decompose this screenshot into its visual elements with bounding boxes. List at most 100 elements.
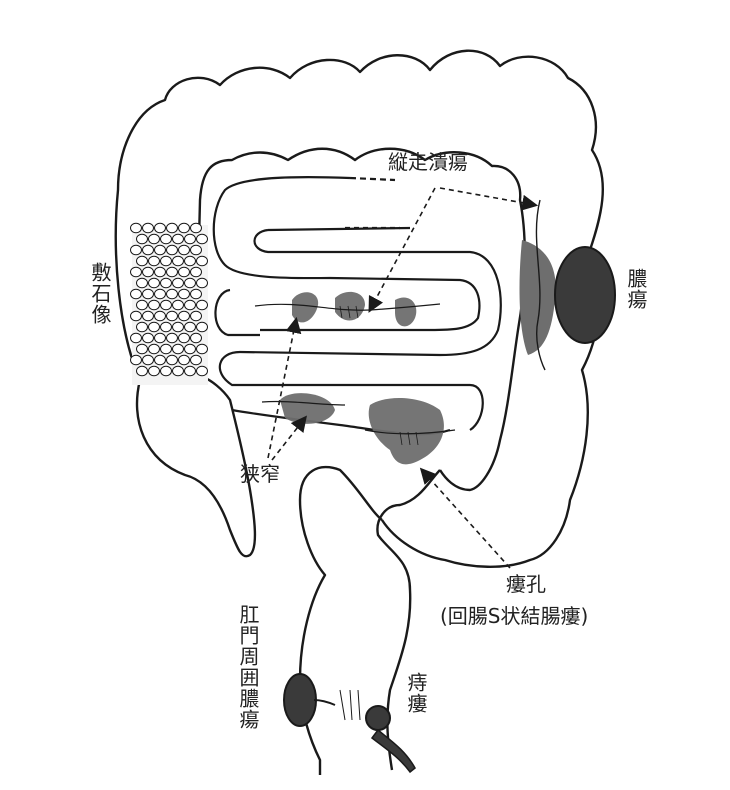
anal-fistula-bulb: [365, 705, 391, 731]
lesion-upper-1: [292, 292, 319, 323]
arrow-ulcer-ileum: [368, 187, 436, 313]
sigmoid-outer: [298, 465, 383, 775]
cobblestone-cell: [160, 277, 172, 289]
label-longitudinal-ulcer: 縦走潰瘍: [388, 150, 468, 174]
cobblestone-cell: [190, 310, 202, 322]
cobblestone-cell: [130, 244, 142, 256]
perianal-connector: [313, 699, 336, 706]
cobblestone-cell: [130, 266, 142, 278]
cecum-appendix: [135, 376, 257, 558]
cobblestone-cell: [184, 255, 196, 267]
cobblestone-cell: [172, 255, 184, 267]
descending-ulcer: [535, 199, 546, 371]
label-cobblestone: 敷石像: [88, 262, 112, 325]
colon-lesion: [519, 199, 616, 371]
cobblestone-cell: [166, 244, 178, 256]
label-abscess: 膿瘍: [624, 268, 648, 310]
cobblestone-cell: [136, 343, 148, 355]
perianal-abscess-shape: [283, 673, 317, 727]
cobblestone-cell: [172, 233, 184, 245]
cobblestone-cell: [196, 299, 208, 311]
cobblestone-cell: [178, 310, 190, 322]
cobblestone-cell: [190, 288, 202, 300]
cobblestone-cell: [142, 288, 154, 300]
cobblestone-cell: [184, 365, 196, 377]
anal-fistula-tract: [370, 728, 416, 774]
ileum-mid-dash: [267, 226, 411, 232]
cobblestone-cell: [148, 343, 160, 355]
cobblestone-cell: [142, 310, 154, 322]
anal-canal-detail: [339, 689, 361, 721]
colon-outer-wall: [114, 49, 604, 568]
cobblestone-cell: [172, 321, 184, 333]
cobblestone-cell: [190, 332, 202, 344]
cobblestone-cell: [130, 354, 142, 366]
cobblestone-cell: [184, 299, 196, 311]
label-fistula: 瘻孔: [506, 572, 546, 596]
ileum-loop-3: [214, 288, 260, 337]
cobblestone-cell: [154, 310, 166, 322]
cobblestone-cell: [154, 244, 166, 256]
arrow-stenosis-lower: [271, 415, 307, 461]
cobblestone-cell: [190, 266, 202, 278]
colon-abscess: [554, 246, 616, 344]
arrow-ulcer-colon: [439, 187, 539, 211]
cobblestone-cell: [166, 332, 178, 344]
cobblestone-cell: [178, 354, 190, 366]
label-fistula-detail: (回腸S状結腸瘻): [440, 604, 589, 628]
cobblestone-cell: [190, 354, 202, 366]
small-intestine-lesions: [280, 291, 444, 465]
cobblestone-cell: [130, 288, 142, 300]
cobblestone-cell: [178, 222, 190, 234]
cobblestone-cell: [136, 299, 148, 311]
cobblestone-cell: [130, 222, 142, 234]
sigmoid-inner: [376, 469, 441, 771]
cobblestone-cell: [154, 222, 166, 234]
colon: [114, 49, 604, 775]
cobblestone-cell: [154, 354, 166, 366]
cobblestone-cell: [184, 277, 196, 289]
cobblestone-cell: [166, 354, 178, 366]
small-intestine: [212, 175, 502, 436]
cobblestone-cell: [136, 365, 148, 377]
cobblestone-cell: [142, 222, 154, 234]
cobblestone-cell: [148, 233, 160, 245]
cobblestone-cell: [148, 277, 160, 289]
cobblestone-cell: [160, 233, 172, 245]
cobblestone-cell: [166, 288, 178, 300]
cobblestone-cell: [196, 277, 208, 289]
cobblestone-cell: [190, 222, 202, 234]
cobblestone-cell: [196, 255, 208, 267]
cobblestone-cell: [136, 321, 148, 333]
cobblestone-cell: [178, 266, 190, 278]
cobblestone-cell: [160, 255, 172, 267]
lesion-lower-2: [368, 398, 444, 465]
annotation-arrows: [267, 187, 539, 569]
arrow-stenosis-upper: [267, 316, 302, 459]
cobblestone-cell: [130, 310, 142, 322]
cobblestone-cell: [130, 332, 142, 344]
cobblestone-cell: [196, 343, 208, 355]
arrow-fistula: [419, 467, 511, 569]
cobblestone-cell: [172, 277, 184, 289]
cobblestone-cell: [160, 365, 172, 377]
cobblestone-cell: [166, 222, 178, 234]
cobblestone-cell: [196, 365, 208, 377]
cobblestone-cell: [154, 266, 166, 278]
cobblestone-cell: [136, 233, 148, 245]
cobblestone-cell: [172, 343, 184, 355]
cobblestone-cell: [166, 310, 178, 322]
cobblestone-cell: [178, 332, 190, 344]
cobblestone-cell: [172, 365, 184, 377]
cobblestone-cell: [142, 332, 154, 344]
cobblestone-cell: [184, 343, 196, 355]
label-anal-fistula: 痔瘻: [404, 672, 428, 714]
colon-inner-wall: [198, 147, 526, 492]
cobblestone-cell: [142, 354, 154, 366]
ileum-top-dash: [349, 176, 396, 182]
perianal-lesions: [283, 673, 416, 774]
lesion-upper-3: [395, 297, 417, 327]
cobblestone-cell: [136, 255, 148, 267]
cobblestone-pattern: [130, 222, 208, 385]
